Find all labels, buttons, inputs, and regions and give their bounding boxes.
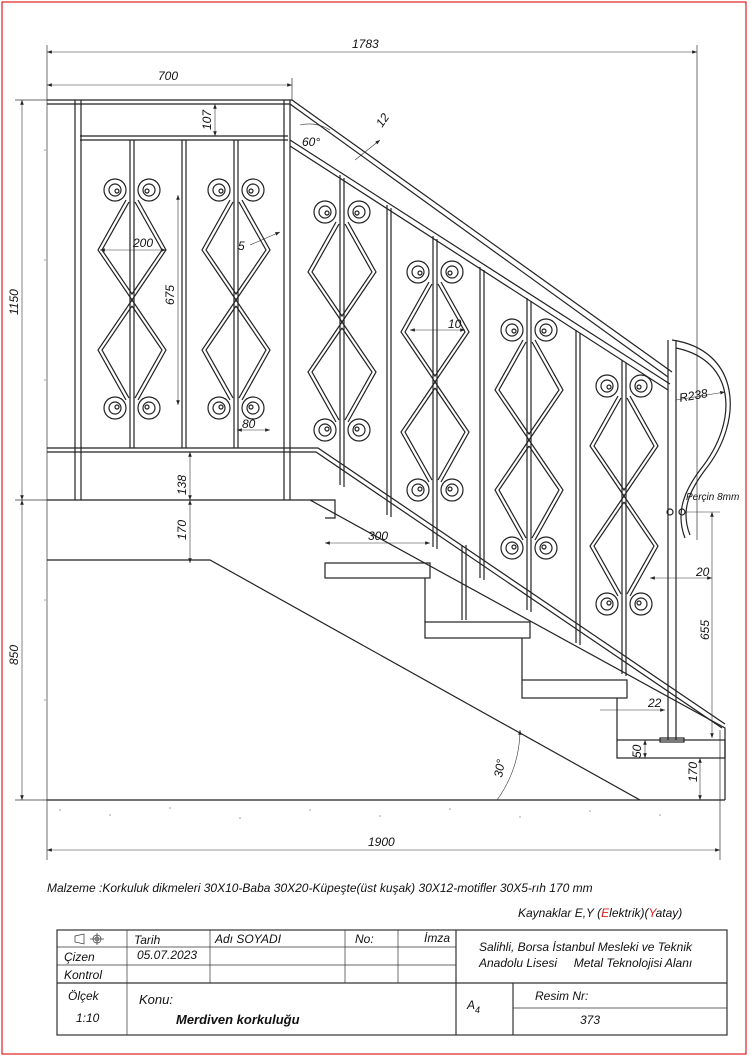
ground-hatch: [44, 149, 661, 819]
signature-label: İmza: [424, 931, 450, 945]
scroll-motif: [400, 260, 470, 502]
dim-rail-thickness: 12: [373, 110, 392, 129]
dimension-lines: [20, 50, 726, 852]
date-label: Tarih: [134, 933, 161, 947]
projection-symbol-icon: [74, 933, 104, 945]
check-label: Kontrol: [64, 968, 102, 982]
subject-label: Konu:: [139, 992, 173, 1007]
dim-rail-to-floor: 138: [175, 475, 189, 495]
title-block: Tarih Adı SOYADI No: İmza Çizen 05.07.20…: [56, 929, 728, 1036]
dim-motif-width: 200: [132, 236, 153, 250]
school-line-2: Anadolu Lisesi Metal Teknolojisi Alanı: [478, 956, 692, 970]
dim-overall-width: 1783: [352, 37, 379, 51]
scroll-motif: [589, 374, 659, 616]
drawing-number-label: Resim Nr:: [535, 989, 588, 1003]
scale-value: 1:10: [76, 1011, 100, 1025]
dim-base-height: 50: [630, 744, 644, 758]
scroll-motif: [307, 200, 377, 442]
dim-motif-bar: 5: [238, 239, 245, 253]
dim-curve-radius: R238: [678, 386, 709, 405]
rivet-label: Perçin 8mm: [686, 492, 739, 503]
dim-bottom-step: 170: [686, 762, 700, 782]
subject-value: Merdiven korkuluğu: [176, 1012, 300, 1027]
dim-top-rail-gap: 107: [200, 109, 214, 130]
no-label: No:: [355, 932, 374, 946]
date-value: 05.07.2023: [137, 948, 197, 962]
dim-riser: 170: [175, 520, 189, 540]
dim-post-offset: 20: [695, 565, 710, 579]
material-note: Malzeme :Korkuluk dikmeleri 30X10-Baba 3…: [47, 881, 593, 895]
dim-rail-angle: 60°: [302, 135, 320, 149]
dim-post-height: 655: [698, 620, 712, 640]
dim-motif-spacing: 80: [242, 417, 256, 431]
dim-step-overhang: 22: [647, 696, 662, 710]
dim-stair-angle: 30°: [491, 758, 508, 779]
dim-landing-width: 700: [158, 69, 178, 83]
dim-bar-width: 10: [448, 317, 462, 331]
dim-tread: 300: [368, 529, 388, 543]
drawn-label: Çizen: [64, 950, 95, 964]
paper-size: A4: [466, 998, 480, 1015]
name-label: Adı SOYADI: [214, 932, 282, 946]
school-line-1: Salihli, Borsa İstanbul Mesleki ve Tekni…: [479, 940, 693, 954]
drawing-number-value: 373: [580, 1013, 600, 1027]
scroll-motif: [97, 178, 167, 420]
welding-note: Kaynaklar E,Y (Elektrik)(Yatay): [518, 906, 682, 920]
scroll-motif: [201, 178, 271, 420]
scroll-motif: [494, 318, 564, 560]
scale-label: Ölçek: [68, 989, 100, 1003]
dim-lower-height: 850: [7, 645, 21, 665]
dim-total-height: 1150: [7, 289, 21, 315]
railing-structure: [47, 99, 731, 801]
dim-overall-length: 1900: [368, 835, 395, 849]
dim-motif-height: 675: [163, 285, 177, 305]
